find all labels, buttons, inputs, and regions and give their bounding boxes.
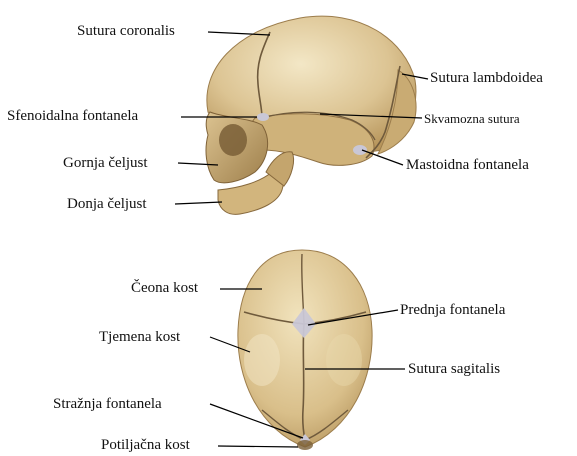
label-sutura-sagitalis: Sutura sagitalis bbox=[408, 360, 500, 378]
parietal-eminence-left bbox=[244, 334, 280, 386]
label-sutura-lambdoidea: Sutura lambdoidea bbox=[430, 69, 543, 87]
label-sfenoidalna-fontanela: Sfenoidalna fontanela bbox=[7, 107, 138, 125]
label-mastoidna-fontanela: Mastoidna fontanela bbox=[406, 156, 529, 174]
label-prednja-fontanela: Prednja fontanela bbox=[400, 301, 505, 319]
sphenoid-fontanelle-mark bbox=[257, 113, 269, 121]
leader-potiljacna-kost bbox=[218, 446, 298, 447]
occipital-knob bbox=[297, 440, 313, 450]
label-ceona-kost: Čeona kost bbox=[131, 279, 198, 297]
label-sutura-coronalis: Sutura coronalis bbox=[77, 22, 175, 40]
label-gornja-celjust: Gornja čeljust bbox=[63, 154, 148, 172]
label-donja-celjust: Donja čeljust bbox=[67, 195, 147, 213]
leader-donja-celjust bbox=[175, 202, 222, 204]
label-potiljacna-kost: Potiljačna kost bbox=[101, 436, 190, 454]
top-skull bbox=[238, 250, 372, 450]
label-tjemena-kost: Tjemena kost bbox=[99, 328, 180, 346]
label-straznja-fontanela: Stražnja fontanela bbox=[53, 395, 162, 413]
mastoid-fontanelle-mark bbox=[353, 145, 367, 155]
lateral-orbit bbox=[219, 124, 247, 156]
label-skvamozna-sutura: Skvamozna sutura bbox=[424, 110, 520, 128]
parietal-eminence-right bbox=[326, 334, 362, 386]
lateral-skull bbox=[206, 16, 416, 214]
